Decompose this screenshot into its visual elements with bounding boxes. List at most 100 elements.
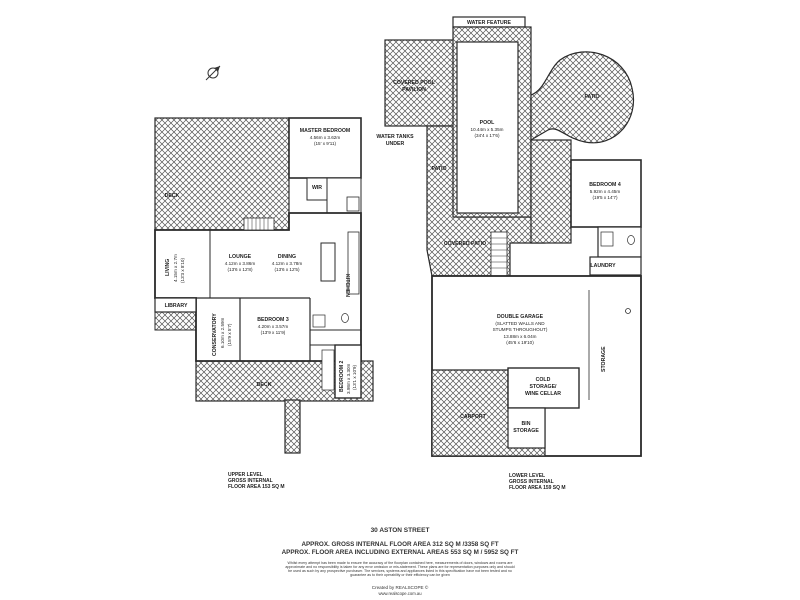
bedroom4-room [570, 159, 642, 228]
dining-dims: 4.12m x 3.78m [272, 261, 303, 266]
kitchen-label: KITCHEN [344, 274, 350, 297]
upper-level-title: UPPER LEVEL [228, 472, 263, 478]
covered-pool-label: COVERED POOL [393, 80, 436, 86]
upper-house-outline [154, 212, 362, 362]
double-garage-dims: 13.88m x 6.04m [504, 334, 537, 339]
disclaimer-line-1: Whilst every attempt has been made to en… [287, 561, 513, 565]
bedroom4-label: BEDROOM 4 [589, 182, 621, 188]
lower-level-title: LOWER LEVEL [509, 473, 545, 479]
bedroom2-robe [321, 349, 335, 391]
bedroom4-dims: 5.92m x 4.45m [590, 189, 621, 194]
laundry-label: LAUNDRY [590, 263, 616, 269]
lower-shower-icon [600, 231, 614, 247]
dining-imperial: (13'6 x 12'5) [275, 267, 300, 272]
upper-level-area: FLOOR AREA 153 SQ M [228, 484, 285, 490]
living-dims: 4.15m x 2.7m [173, 254, 178, 282]
area-internal: APPROX. GROSS INTERNAL FLOOR AREA 312 SQ… [301, 541, 499, 548]
carport-label: CARPORT [460, 414, 486, 420]
conservatory-dims: 6.10m x 2.59m [220, 317, 225, 348]
toilet-fixture [341, 313, 349, 323]
disclaimer-line-4: guarantee as to their operability or the… [350, 573, 450, 577]
conservatory-label: CONSERVATORY [212, 313, 218, 356]
pool-label: POOL [480, 120, 496, 126]
bedroom2-dims: 3.98m x 3.30m [346, 363, 351, 394]
bedroom4-imperial: (19'5 x 14'7) [593, 195, 618, 200]
pavilion-label: PAVILION [402, 87, 426, 93]
storage-label: STORAGE [601, 346, 607, 372]
library-room [154, 297, 197, 313]
lower-level-area: FLOOR AREA 159 SQ M [509, 485, 566, 491]
bedroom2-label: BEDROOM 2 [339, 360, 345, 392]
disclaimer-line-3: be used as such by any prospective purch… [288, 569, 512, 573]
lounge-imperial: (13'6 x 12'8) [228, 267, 253, 272]
laundry-room [589, 256, 642, 276]
deck-bottom-label: DECK [257, 382, 272, 388]
ensuite-room [326, 177, 362, 214]
patio-left-label: PATIO [431, 166, 446, 172]
bedroom3-imperial: (13'9 x 11'9) [261, 330, 286, 335]
kitchen-bench [347, 231, 360, 295]
upper-deck-walkway [284, 399, 301, 454]
lounge-dims: 4.12m x 3.86m [225, 261, 256, 266]
lower-labels: WATER FEATURE COVERED POOL PAVILION PATI… [376, 20, 620, 491]
disclaimer-line-2: approximate and no responsibility is tak… [285, 565, 515, 569]
patio-mid-area [530, 139, 572, 244]
compass-icon [205, 65, 221, 81]
bin-storage-room [507, 407, 546, 449]
double-garage-imperial: (45'6 x 19'10) [506, 340, 534, 345]
double-garage-note2: STUMPS THROUGHOUT) [493, 327, 548, 332]
bedroom3-label: BEDROOM 3 [257, 317, 289, 323]
lower-level-gia: GROSS INTERNAL [509, 479, 554, 485]
library-label: LIBRARY [165, 303, 188, 309]
credit: Created by REALSCOPE © [371, 585, 429, 590]
water-tanks-under: UNDER [386, 141, 405, 147]
bin-storage-label: STORAGE [513, 428, 539, 434]
wine-cellar-label: WINE CELLAR [525, 391, 561, 397]
cold-storage-label: COLD [536, 377, 551, 383]
pool-dims: 10.44m x 5.35m [471, 127, 504, 132]
lounge-label: LOUNGE [229, 254, 252, 260]
upper-deck-top-area [154, 117, 290, 231]
website: www.realscope.com.au [378, 591, 422, 596]
bath-fixture [312, 314, 326, 328]
bedroom2-imperial: (13'1 x 10'9) [352, 365, 357, 390]
dining-label: DINING [278, 254, 296, 260]
cold-storage-label2: STORAGE/ [530, 384, 558, 390]
master-bedroom-room [288, 117, 362, 179]
water-feature-label: WATER FEATURE [467, 20, 511, 26]
covered-pool-pavilion-area [384, 39, 458, 127]
covered-patio-label: COVERED PATIO [444, 241, 486, 247]
conservatory-imperial: (15'9 x 5'7) [227, 323, 232, 346]
area-external: APPROX. FLOOR AREA INCLUDING EXTERNAL AR… [281, 549, 519, 556]
master-bedroom-imperial: (15' x 9'11) [314, 141, 337, 146]
garage-fixture-icon [625, 308, 631, 314]
upper-level-gia: GROSS INTERNAL [228, 478, 273, 484]
kitchen-island [320, 242, 336, 282]
address: 30 ASTON STREET [370, 527, 430, 534]
lower-bathroom [597, 226, 642, 258]
patio-round-area [530, 51, 634, 144]
living-imperial: (13'3 x 8'10) [180, 258, 185, 283]
water-tanks-label: WATER TANKS [376, 134, 414, 140]
bedroom2-room [334, 344, 362, 399]
living-label: LIVING [165, 259, 171, 276]
lower-stair [490, 231, 508, 277]
lower-toilet-icon [627, 235, 635, 245]
double-garage-label: DOUBLE GARAGE [497, 314, 544, 320]
double-garage-note1: (SLATTED WALLS AND [495, 321, 545, 326]
deck-top-label: DECK [165, 193, 180, 199]
patio-round-label: PATIO [584, 94, 599, 100]
master-bedroom-dims: 4.56m x 3.62m [310, 135, 341, 140]
bin-label: BIN [522, 421, 531, 427]
pool-water [456, 41, 519, 214]
cold-storage-room [507, 367, 580, 409]
bedroom3-dims: 4.20m x 3.57m [258, 324, 289, 329]
upper-level-plan [154, 117, 374, 454]
ensuite-shower-icon [346, 196, 360, 212]
upper-labels: MASTER BEDROOM 4.56m x 3.62m (15' x 9'11… [165, 128, 357, 490]
wir-label: WIR [312, 185, 322, 191]
pool-imperial: (34'4 x 17'6) [475, 133, 500, 138]
upper-stair [243, 217, 275, 231]
lower-level-plan [384, 16, 642, 457]
